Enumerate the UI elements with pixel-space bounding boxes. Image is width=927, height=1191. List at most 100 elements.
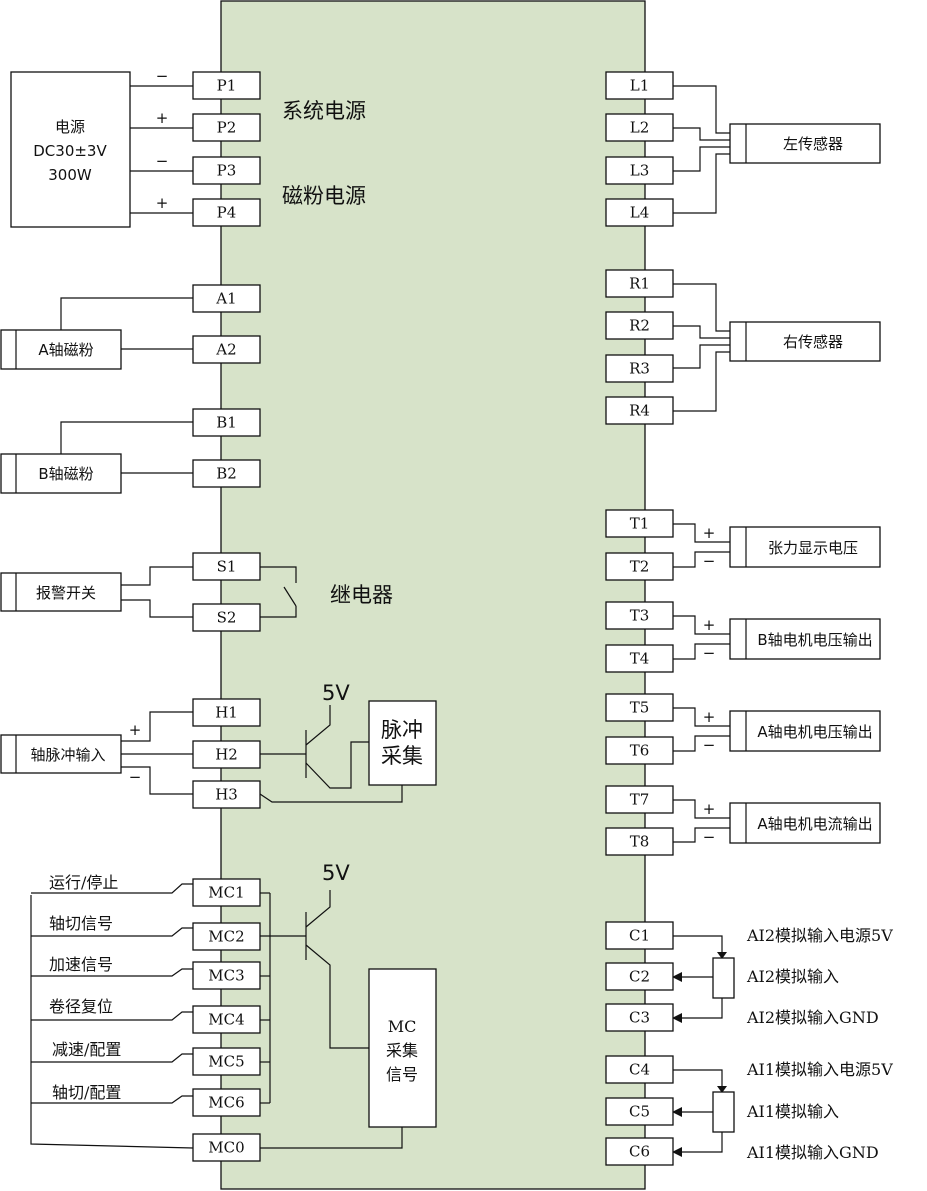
power-sign-3: − bbox=[156, 152, 169, 170]
ai1-label-1: AI1模拟输入电源5V bbox=[746, 1060, 893, 1079]
terminal-label-t4: T4 bbox=[630, 650, 650, 668]
output-plus-4: + bbox=[703, 800, 716, 818]
pulse-collect-label-2: 采集 bbox=[381, 744, 423, 768]
mc-collect-box bbox=[368, 968, 437, 1128]
terminal-l4 bbox=[605, 198, 674, 227]
terminal-label-mc0: MC0 bbox=[208, 1139, 244, 1157]
terminal-label-a1: A1 bbox=[215, 290, 236, 308]
terminal-l2 bbox=[605, 113, 674, 142]
terminal-t8 bbox=[605, 827, 674, 856]
power-sign-2: + bbox=[156, 109, 169, 127]
terminal-label-t2: T2 bbox=[630, 558, 650, 576]
terminal-l1 bbox=[605, 71, 674, 100]
terminal-label-mc1: MC1 bbox=[208, 884, 244, 902]
terminal-label-p3: P3 bbox=[217, 162, 237, 180]
ai1-potentiometer bbox=[712, 1091, 735, 1133]
pulse-collect-box bbox=[368, 700, 437, 786]
output-box-3 bbox=[729, 710, 881, 752]
ai2-potentiometer bbox=[712, 957, 735, 999]
output-minus-3: − bbox=[703, 736, 716, 754]
terminal-t4 bbox=[605, 644, 674, 673]
terminal-label-t7: T7 bbox=[630, 791, 650, 809]
terminal-a2 bbox=[192, 335, 261, 364]
right-sensor-box bbox=[729, 321, 881, 362]
terminal-p3 bbox=[192, 156, 261, 185]
output-plus-1: + bbox=[703, 524, 716, 542]
terminal-label-l4: L4 bbox=[630, 204, 650, 222]
mc-collect-label-1: MC bbox=[388, 1017, 417, 1036]
relay-section: 报警开关 继电器 bbox=[0, 566, 393, 618]
terminal-label-c5: C5 bbox=[629, 1103, 650, 1121]
terminal-c5 bbox=[605, 1097, 674, 1126]
power-sign-4: + bbox=[156, 194, 169, 212]
magnetic-power-label: 磁粉电源 bbox=[282, 184, 366, 208]
terminal-t3 bbox=[605, 601, 674, 630]
left-sensor-label: 左传感器 bbox=[783, 135, 843, 153]
terminal-p2 bbox=[192, 113, 261, 142]
terminal-label-t3: T3 bbox=[630, 607, 650, 625]
terminal-label-t5: T5 bbox=[630, 699, 650, 717]
output-label-4: A轴电机电流输出 bbox=[757, 815, 872, 833]
terminal-label-t1: T1 bbox=[630, 515, 650, 533]
pulse-section: 轴脉冲输入 + − 5V 脉冲 采集 bbox=[0, 681, 437, 803]
axis-a-label: A轴磁粉 bbox=[38, 341, 93, 359]
terminal-h2 bbox=[192, 740, 261, 769]
ai1-label-3: AI1模拟输入GND bbox=[746, 1143, 879, 1162]
terminal-c3 bbox=[605, 1003, 674, 1032]
terminal-mc2 bbox=[192, 922, 261, 951]
output-label-1: 张力显示电压 bbox=[768, 539, 858, 557]
terminal-a1 bbox=[192, 284, 261, 313]
right-sensor-label: 右传感器 bbox=[783, 333, 843, 351]
ai2-label-2: AI2模拟输入 bbox=[746, 967, 839, 986]
terminal-mc5 bbox=[192, 1047, 261, 1076]
terminal-b2 bbox=[192, 459, 261, 488]
pulse-plus-sign: + bbox=[129, 721, 142, 739]
power-source-label-3: 300W bbox=[48, 166, 92, 184]
terminal-mc4 bbox=[192, 1005, 261, 1034]
terminal-mc6 bbox=[192, 1088, 261, 1117]
output-minus-4: − bbox=[703, 828, 716, 846]
pulse-collect-label-1: 脉冲 bbox=[381, 718, 423, 742]
terminal-c1 bbox=[605, 921, 674, 950]
terminal-r1 bbox=[605, 269, 674, 298]
terminal-blocks: P1P2P3P4A1A2B1B2S1S2H1H2H3MC1MC2MC3MC4MC… bbox=[192, 71, 674, 1166]
terminal-mc3 bbox=[192, 961, 261, 990]
output-minus-1: − bbox=[703, 552, 716, 570]
axis-b-section: B轴磁粉 bbox=[0, 421, 193, 494]
ai2-label-3: AI2模拟输入GND bbox=[746, 1008, 879, 1027]
output-label-3: A轴电机电压输出 bbox=[757, 723, 872, 741]
terminal-label-c6: C6 bbox=[629, 1143, 650, 1161]
terminal-label-mc3: MC3 bbox=[208, 967, 244, 985]
alarm-switch-label: 报警开关 bbox=[36, 584, 96, 602]
terminal-mc1 bbox=[192, 878, 261, 907]
relay-label: 继电器 bbox=[330, 583, 393, 607]
terminal-label-l3: L3 bbox=[630, 162, 650, 180]
mc-signal-label-3: 加速信号 bbox=[49, 955, 113, 974]
terminal-t1 bbox=[605, 509, 674, 538]
terminal-c2 bbox=[605, 962, 674, 991]
terminal-label-p2: P2 bbox=[217, 119, 237, 137]
terminal-p1 bbox=[192, 71, 261, 100]
terminal-c4 bbox=[605, 1055, 674, 1084]
terminal-label-s2: S2 bbox=[217, 609, 237, 627]
terminal-r2 bbox=[605, 311, 674, 340]
terminal-label-b2: B2 bbox=[216, 465, 237, 483]
right-sensor-section: 右传感器 bbox=[672, 283, 881, 412]
mc-collect-label-2: 采集 bbox=[386, 1041, 418, 1060]
terminal-label-mc4: MC4 bbox=[208, 1011, 244, 1029]
terminal-l3 bbox=[605, 156, 674, 185]
terminal-label-h1: H1 bbox=[215, 704, 238, 722]
output-label-2: B轴电机电压输出 bbox=[757, 631, 872, 649]
axis-a-box bbox=[0, 329, 122, 370]
terminal-label-t6: T6 bbox=[630, 742, 650, 760]
power-source-box bbox=[10, 71, 131, 228]
terminal-label-t8: T8 bbox=[630, 833, 650, 851]
axis-b-label: B轴磁粉 bbox=[38, 465, 93, 483]
ai1-label-2: AI1模拟输入 bbox=[746, 1102, 839, 1121]
terminal-label-mc2: MC2 bbox=[208, 928, 244, 946]
terminal-h3 bbox=[192, 780, 261, 809]
axis-a-section: A轴磁粉 bbox=[0, 297, 193, 370]
terminal-label-c3: C3 bbox=[629, 1009, 650, 1027]
left-sensor-box bbox=[729, 123, 881, 164]
terminal-label-a2: A2 bbox=[215, 341, 236, 359]
